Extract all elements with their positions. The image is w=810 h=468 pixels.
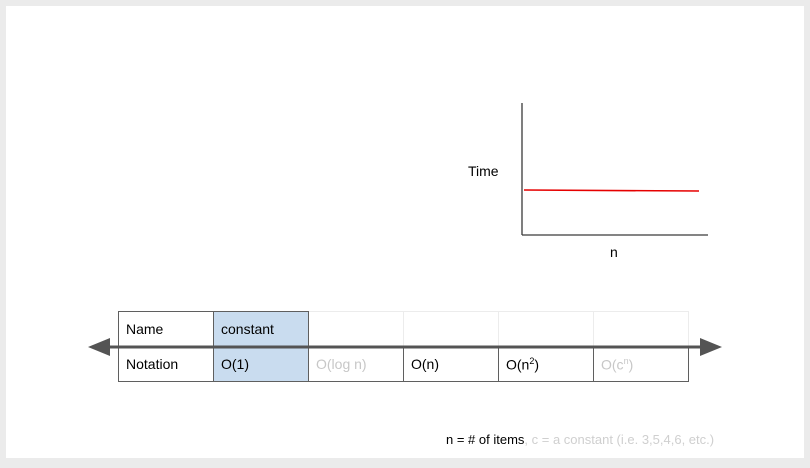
name-cell-constant: constant <box>213 311 309 347</box>
y-axis-label: Time <box>468 163 499 179</box>
name-row-header: Name <box>118 311 214 347</box>
notation-text: O(n <box>506 356 530 373</box>
notation-text-tail: ) <box>628 356 634 373</box>
name-row: Name constant <box>118 311 689 347</box>
notation-text: O(c <box>601 356 624 373</box>
notation-row: Notation O(1) O(log n) O(n) O(n2) O(cn) <box>118 346 689 382</box>
notation-text-tail: ) <box>534 356 540 373</box>
notation-text: O(n) <box>411 356 439 372</box>
name-cell-4 <box>498 311 594 347</box>
slide-canvas <box>6 6 804 458</box>
x-axis-label: n <box>610 244 618 260</box>
notation-cell-constant: O(1) <box>213 346 309 382</box>
notation-text: O(log n) <box>316 356 367 372</box>
notation-exponent: 2 <box>529 355 535 366</box>
notation-cell-exponential: O(cn) <box>593 346 689 382</box>
name-cell-2 <box>308 311 404 347</box>
footnote-items-definition: n = # of items <box>446 432 525 447</box>
notation-exponent: n <box>623 355 629 366</box>
notation-text: O(1) <box>221 356 249 372</box>
footnote-constant-definition: , c = a constant (i.e. 3,5,4,6, etc.) <box>524 432 715 447</box>
footnote: n = # of items, c = a constant (i.e. 3,5… <box>446 432 714 447</box>
name-cell-3 <box>403 311 499 347</box>
constant-time-line <box>523 189 700 192</box>
name-cell-5 <box>593 311 689 347</box>
notation-cell-linear: O(n) <box>403 346 499 382</box>
notation-cell-log: O(log n) <box>308 346 404 382</box>
notation-cell-quadratic: O(n2) <box>498 346 594 382</box>
notation-row-header: Notation <box>118 346 214 382</box>
complexity-table: Name constant Notation O(1) O(log n) O(n… <box>118 311 689 382</box>
